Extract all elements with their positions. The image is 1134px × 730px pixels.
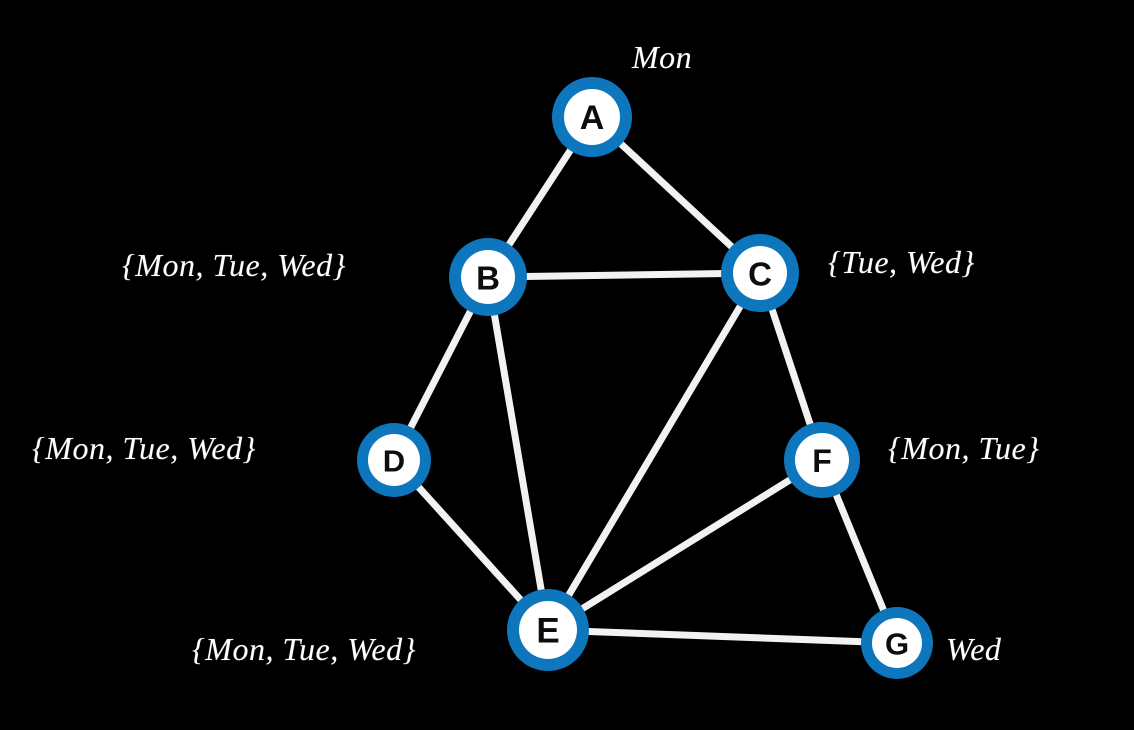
node-b[interactable]: B (449, 238, 527, 316)
domain-label-a: Mon (632, 39, 693, 75)
node-f-fill (795, 433, 849, 487)
nodes-group: A B C D E F G (357, 77, 933, 679)
node-c[interactable]: C (721, 234, 799, 312)
domain-label-e: {Mon, Tue, Wed} (192, 631, 416, 667)
domain-label-c: {Tue, Wed} (828, 244, 975, 280)
node-f-letter: F (812, 443, 832, 479)
node-a-letter: A (580, 99, 605, 137)
node-d-fill (368, 434, 420, 486)
edge-b-e (484, 273, 552, 634)
edge-c-e (544, 269, 764, 634)
node-d[interactable]: D (357, 423, 431, 497)
node-e[interactable]: E (507, 589, 589, 671)
node-c-letter: C (748, 256, 772, 293)
node-e-letter: E (536, 612, 559, 651)
node-a-fill (564, 89, 620, 145)
edge-e-g (544, 626, 901, 647)
edge-e-f (544, 456, 826, 634)
edge-b-c (484, 269, 764, 281)
domain-label-d: {Mon, Tue, Wed} (32, 430, 256, 466)
domain-label-g: Wed (946, 631, 1002, 667)
node-g-fill (872, 618, 922, 668)
node-b-letter: B (476, 260, 500, 297)
node-c-fill (733, 246, 787, 300)
node-e-fill (519, 601, 577, 659)
domain-label-f: {Mon, Tue} (888, 430, 1040, 466)
node-b-fill (461, 250, 515, 304)
domain-label-b: {Mon, Tue, Wed} (122, 247, 346, 283)
node-f[interactable]: F (784, 422, 860, 498)
node-a[interactable]: A (552, 77, 632, 157)
node-d-letter: D (383, 444, 405, 479)
edges-group (390, 113, 901, 647)
node-g[interactable]: G (861, 607, 933, 679)
node-g-letter: G (885, 627, 909, 662)
